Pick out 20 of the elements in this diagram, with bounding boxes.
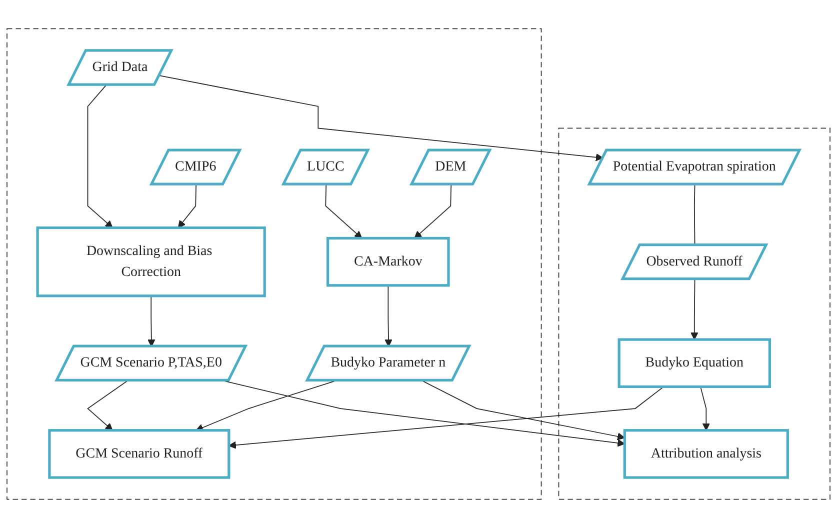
node-box: Downscaling and Bias Correction (36, 226, 266, 298)
cluster (6, 28, 542, 500)
arrow (87, 84, 113, 228)
arrow (196, 380, 337, 432)
arrow (178, 184, 196, 228)
cluster (558, 128, 830, 500)
arrow (148, 295, 156, 347)
arrow (228, 386, 664, 449)
arrow (690, 278, 698, 340)
connector (694, 184, 696, 246)
node-box: Attribution analysis (623, 429, 789, 479)
arrow (87, 380, 128, 431)
arrow (158, 75, 604, 162)
node-box: GCM Scenario Runoff (48, 429, 230, 479)
arrow (700, 386, 710, 431)
node-box: Budyko Equation (618, 338, 771, 388)
arrow (384, 284, 392, 347)
arrow (414, 184, 452, 239)
node-box: CA-Markov (326, 236, 450, 287)
arrow (325, 184, 362, 239)
